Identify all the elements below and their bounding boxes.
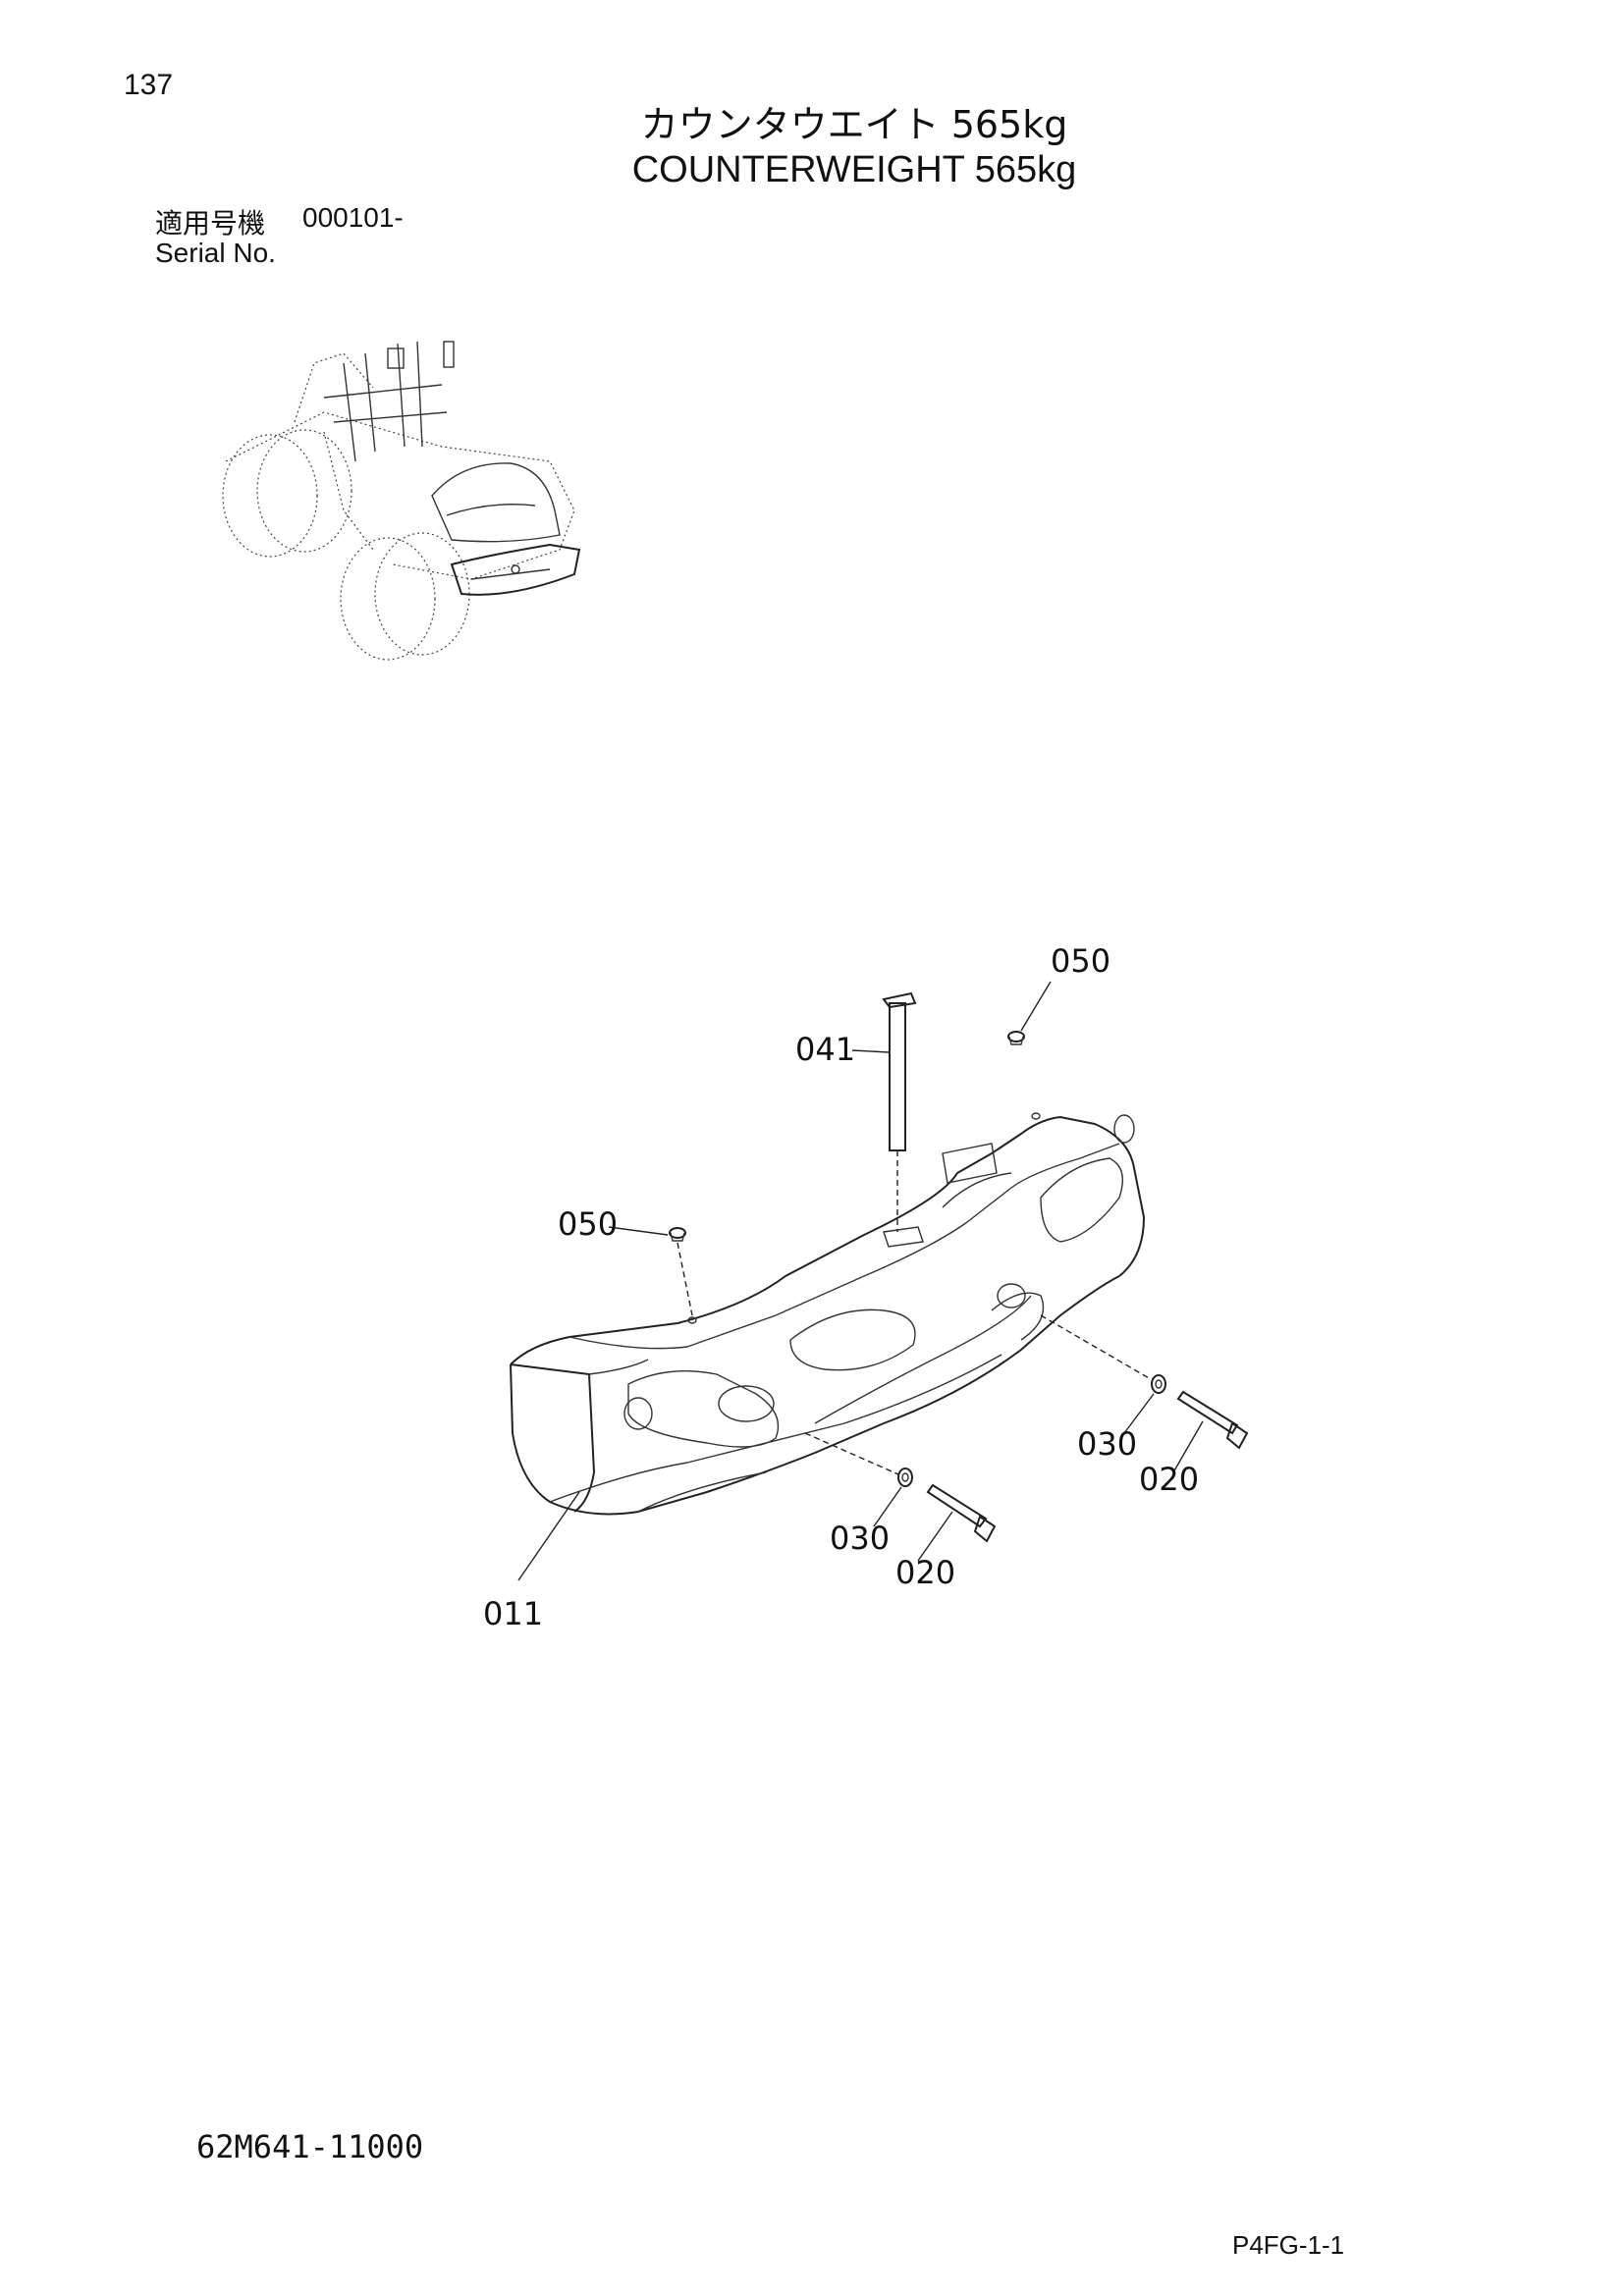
page-code: P4FG-1-1 bbox=[1232, 2230, 1345, 2260]
page-title-english: COUNTERWEIGHT 565kg bbox=[631, 149, 1077, 190]
serial-label-english: Serial No. bbox=[155, 238, 276, 268]
washer-030-right bbox=[1151, 1374, 1166, 1394]
drawing-code: 62M641-11000 bbox=[196, 2128, 424, 2165]
callout-050-left: 050 bbox=[558, 1205, 618, 1243]
serial-label-japanese: 適用号機 bbox=[155, 207, 266, 240]
page-number: 137 bbox=[124, 69, 174, 101]
bar-041 bbox=[882, 991, 917, 1151]
bolt-020-right bbox=[1176, 1390, 1249, 1450]
callout-011: 011 bbox=[483, 1595, 543, 1632]
page-title-japanese: カウンタウエイト 565kg bbox=[640, 103, 1068, 146]
plug-050-top bbox=[1007, 1031, 1025, 1045]
bolt-020-bottom bbox=[926, 1483, 997, 1543]
plug-050-left bbox=[669, 1227, 686, 1242]
counterweight-body bbox=[510, 1112, 1146, 1516]
callout-050-top: 050 bbox=[1051, 942, 1110, 980]
callout-030-right: 030 bbox=[1077, 1425, 1137, 1463]
callout-030-bottom: 030 bbox=[830, 1520, 890, 1557]
tractor-outline bbox=[222, 341, 581, 661]
callout-020-bottom: 020 bbox=[895, 1554, 955, 1591]
serial-range: 000101- bbox=[302, 202, 404, 233]
callout-020-right: 020 bbox=[1139, 1461, 1199, 1498]
leader-lines bbox=[517, 981, 1204, 1581]
callout-041: 041 bbox=[795, 1031, 855, 1068]
washer-030-bottom bbox=[897, 1468, 913, 1487]
